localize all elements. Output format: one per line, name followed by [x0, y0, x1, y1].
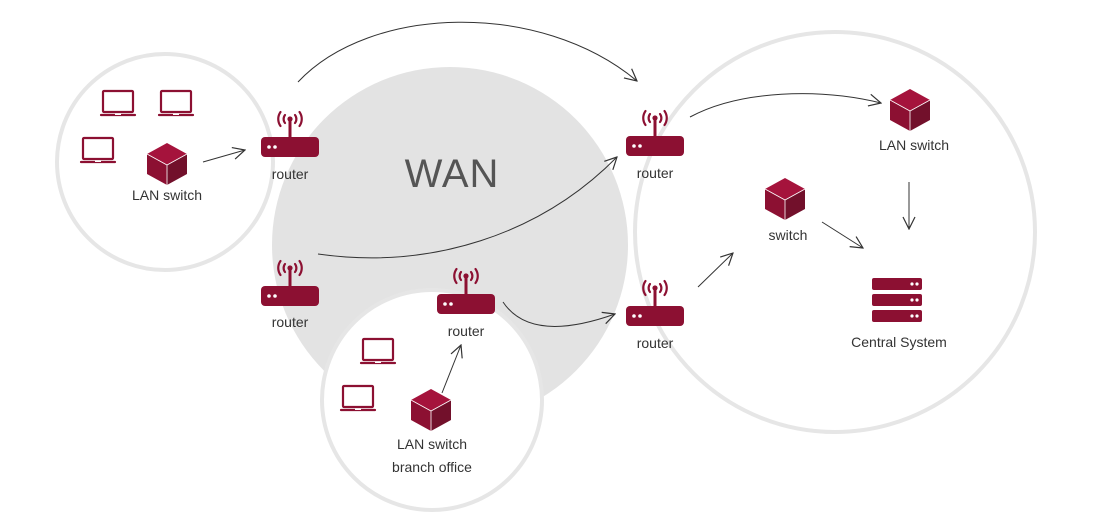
arrow-switch-to-server: [821, 221, 863, 248]
central-zone: [633, 30, 1037, 434]
arrow-branch-router-to-central-router: [502, 301, 615, 327]
branch-switch-label-line1: LAN switch: [396, 436, 468, 452]
arrow-central-router-to-lan-switch: [689, 93, 881, 118]
arrow-left-router-to-wan-router: [297, 21, 637, 83]
left-switch-label: LAN switch: [131, 187, 203, 203]
central-system-label: Central System: [851, 334, 947, 350]
left-router-label: router: [271, 166, 309, 182]
arrow-central-router-to-switch: [697, 253, 733, 288]
wan-label: WAN: [404, 152, 500, 196]
central-lan-switch-label: LAN switch: [878, 137, 950, 153]
wan-router-label: router: [271, 314, 309, 330]
central-router-top-label: router: [636, 165, 674, 181]
arrow-wan-router-to-central-router: [317, 157, 617, 259]
central-switch-label: switch: [768, 227, 808, 243]
branch-switch-label-line2: branch office: [392, 459, 472, 475]
branch-router-label: router: [447, 323, 485, 339]
arrow-left-switch-to-router: [202, 150, 245, 163]
central-router-bottom-label: router: [636, 335, 674, 351]
server-stack-icon: [872, 278, 922, 322]
arrow-branch-switch-to-router: [441, 345, 461, 394]
connections: [202, 21, 909, 394]
